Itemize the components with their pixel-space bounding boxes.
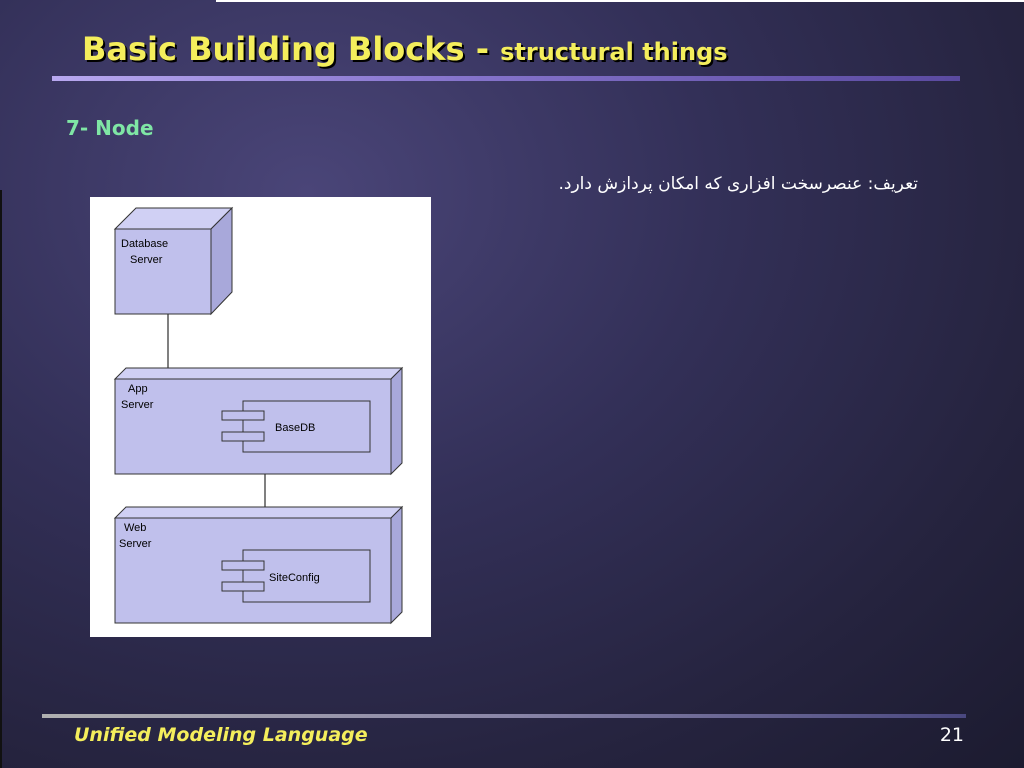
node-app-side-face [390,366,403,476]
node-web-server: Web Server SiteConfig [113,505,404,625]
page-number: 21 [939,724,964,746]
component-siteconfig-body [242,549,371,603]
footer-rule [42,714,966,718]
component-siteconfig-label: SiteConfig [269,572,320,584]
node-diagram: Database Server App Server BaseDB Web Se… [90,197,431,637]
node-web-label-2: Server [119,538,152,550]
slide-title: Basic Building Blocks - structural thing… [82,30,728,68]
node-db-label-1: Database [121,238,168,250]
title-underline [52,76,960,81]
node-db-label-2: Server [130,254,163,266]
component-siteconfig-tab-top [221,560,265,571]
definition-text: تعریف: عنصرسخت افزاری که امکان پردازش دا… [558,174,919,194]
node-database-server: Database Server [113,206,234,316]
node-app-top-face [113,367,404,380]
title-sub: structural things [500,38,728,66]
node-db-front-face [114,228,212,315]
component-basedb-label: BaseDB [275,422,315,434]
component-basedb-tab-bottom [221,431,265,442]
component-siteconfig: SiteConfig [221,549,371,603]
node-app-server: App Server BaseDB [113,366,404,476]
node-app-label-1: App [128,383,148,395]
node-diagram-svg: Database Server App Server BaseDB Web Se… [113,206,404,625]
component-siteconfig-tab-bottom [221,581,265,592]
node-web-side-face [390,505,403,625]
component-basedb-body [242,400,371,453]
section-subtitle: 7- Node [66,116,154,140]
node-app-label-2: Server [121,399,154,411]
top-white-strip [216,0,1024,2]
title-main: Basic Building Blocks - [82,30,501,68]
node-web-top-face [113,506,404,519]
component-basedb-tab-top [221,410,265,421]
component-basedb: BaseDB [221,400,371,453]
footer-text: Unified Modeling Language [74,724,368,746]
node-web-label-1: Web [124,522,146,534]
left-edge [0,190,2,768]
